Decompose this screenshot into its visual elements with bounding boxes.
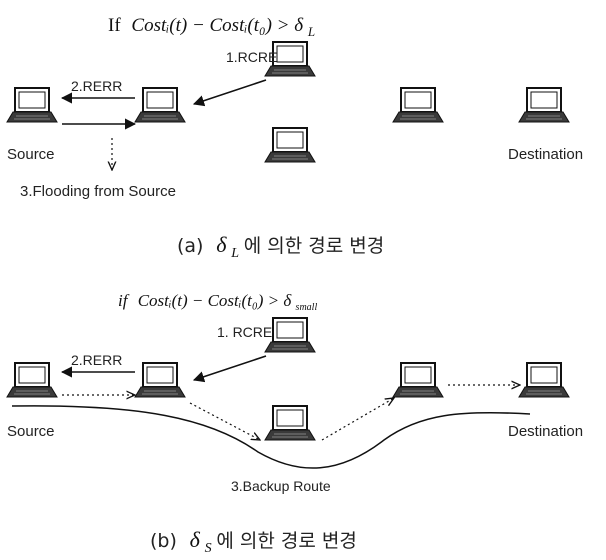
panel-b: if Costᵢ(t) − Costᵢ(t₀) > δ small 1. RCR… bbox=[6, 291, 583, 557]
rerr-label: 2.RERR bbox=[71, 78, 122, 94]
panel-b-formula-body: Costᵢ(t) − Costᵢ(t₀) > δ bbox=[138, 291, 293, 310]
panel-b-caption: (b) δ S 에 의한 경로 변경 bbox=[150, 527, 357, 557]
panel-a-caption-text: 에 의한 경로 변경 bbox=[244, 235, 384, 257]
panel-a-caption-symbol: δ bbox=[216, 232, 227, 257]
backup-node-icon bbox=[264, 405, 316, 441]
node-icon bbox=[392, 362, 444, 398]
rcre-node-icon bbox=[264, 317, 316, 353]
source-node-icon bbox=[6, 87, 58, 123]
rerr-label: 2.RERR bbox=[71, 352, 122, 368]
rcre-label: 1. RCRE bbox=[217, 324, 272, 340]
panel-b-caption-prefix: (b) bbox=[150, 530, 177, 552]
panel-a-formula: If Costᵢ(t) − Costᵢ(t₀) > δ L bbox=[108, 15, 315, 39]
panel-a-formula-prefix: If bbox=[108, 15, 121, 36]
panel-b-caption-sub: S bbox=[205, 541, 212, 556]
panel-a: If Costᵢ(t) − Costᵢ(t₀) > δ L 1.RCRE 2.R… bbox=[6, 15, 583, 262]
panel-a-caption-sub: L bbox=[230, 246, 239, 261]
backup-route-curve bbox=[11, 405, 531, 469]
panel-a-caption: (a) δ L 에 의한 경로 변경 bbox=[177, 232, 384, 262]
rcre-arrow bbox=[192, 355, 267, 383]
panel-b-formula: if Costᵢ(t) − Costᵢ(t₀) > δ small bbox=[118, 291, 317, 313]
destination-label: Destination bbox=[508, 146, 583, 163]
rcre-arrow bbox=[192, 79, 267, 107]
panel-a-formula-body: Costᵢ(t) − Costᵢ(t₀) > δ bbox=[131, 15, 304, 36]
flooding-label: 3.Flooding from Source bbox=[20, 183, 176, 200]
node-icon bbox=[264, 127, 316, 163]
relay-to-backup-arrow bbox=[189, 402, 260, 440]
relay-node-icon bbox=[134, 87, 186, 123]
relay-node-icon bbox=[134, 362, 186, 398]
panel-b-formula-sub: small bbox=[296, 302, 318, 313]
rcre-label: 1.RCRE bbox=[226, 49, 277, 65]
backup-to-node-arrow bbox=[321, 398, 394, 441]
destination-label: Destination bbox=[508, 423, 583, 440]
panel-b-formula-prefix: if bbox=[118, 291, 130, 310]
panel-a-caption-prefix: (a) bbox=[177, 235, 203, 257]
source-label: Source bbox=[7, 423, 55, 440]
panel-b-caption-text: 에 의한 경로 변경 bbox=[216, 530, 356, 552]
backup-route-label: 3.Backup Route bbox=[231, 478, 331, 494]
panel-b-caption-symbol: δ bbox=[190, 527, 201, 552]
node-icon bbox=[392, 87, 444, 123]
destination-node-icon bbox=[518, 87, 570, 123]
source-node-icon bbox=[6, 362, 58, 398]
destination-node-icon bbox=[518, 362, 570, 398]
panel-a-formula-sub: L bbox=[307, 24, 315, 39]
source-label: Source bbox=[7, 146, 55, 163]
